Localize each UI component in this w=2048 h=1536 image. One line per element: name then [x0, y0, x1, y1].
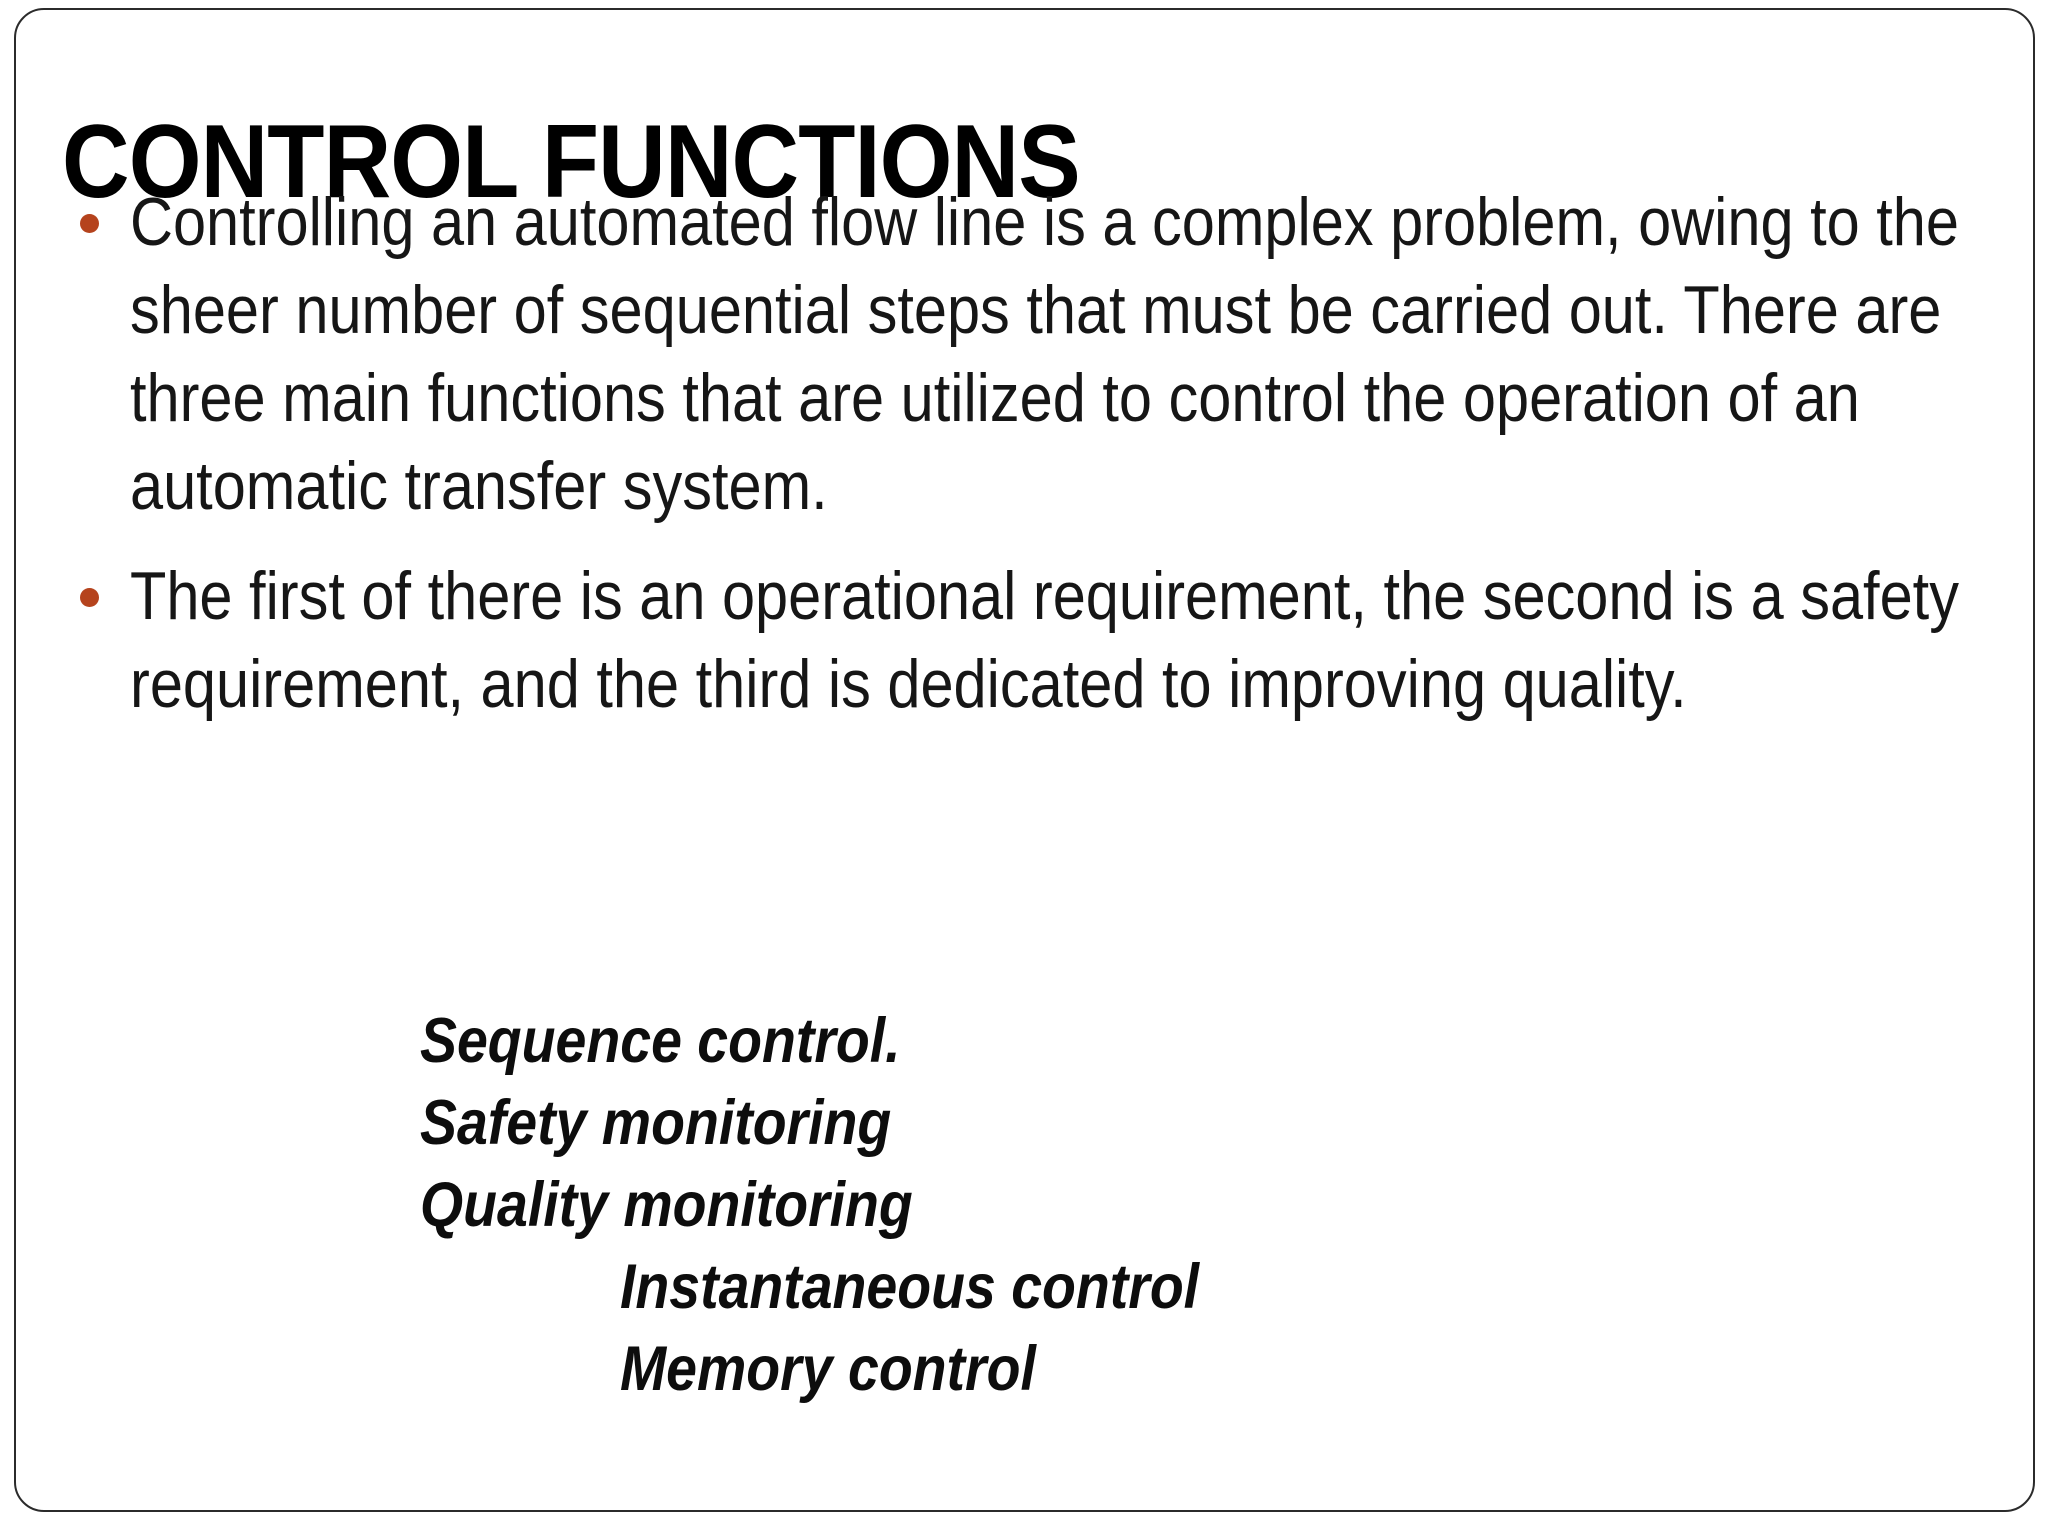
list-item: The first of there is an operational req… [58, 552, 2028, 728]
bullet-paragraph-1: Controlling an automated flow line is a … [130, 184, 1959, 524]
bullet-list: Controlling an automated flow line is a … [58, 178, 2028, 750]
function-item-label: Quality monitoring [420, 1170, 913, 1240]
function-item-safety-monitoring: Safety monitoring [0, 1082, 2021, 1164]
page-title: CONTROL FUNCTIONS [62, 103, 1081, 220]
control-functions-list: Sequence control. Safety monitoring Qual… [0, 1000, 2021, 1410]
function-item-instantaneous-control: Instantaneous control [0, 1246, 2021, 1328]
function-item-label: Memory control [620, 1334, 1036, 1404]
function-item-memory-control: Memory control [0, 1328, 2021, 1410]
list-item: Controlling an automated flow line is a … [58, 178, 2028, 530]
function-item-label: Sequence control. [420, 1006, 901, 1076]
function-item-label: Safety monitoring [420, 1088, 892, 1158]
function-item-label: Instantaneous control [620, 1252, 1200, 1322]
bullet-dot-icon [80, 214, 99, 233]
bullet-dot-icon [80, 588, 99, 607]
slide-border-frame [14, 8, 2035, 1512]
function-item-sequence-control: Sequence control. [0, 1000, 2021, 1082]
bullet-paragraph-2: The first of there is an operational req… [130, 558, 1959, 722]
function-item-quality-monitoring: Quality monitoring [0, 1164, 2021, 1246]
